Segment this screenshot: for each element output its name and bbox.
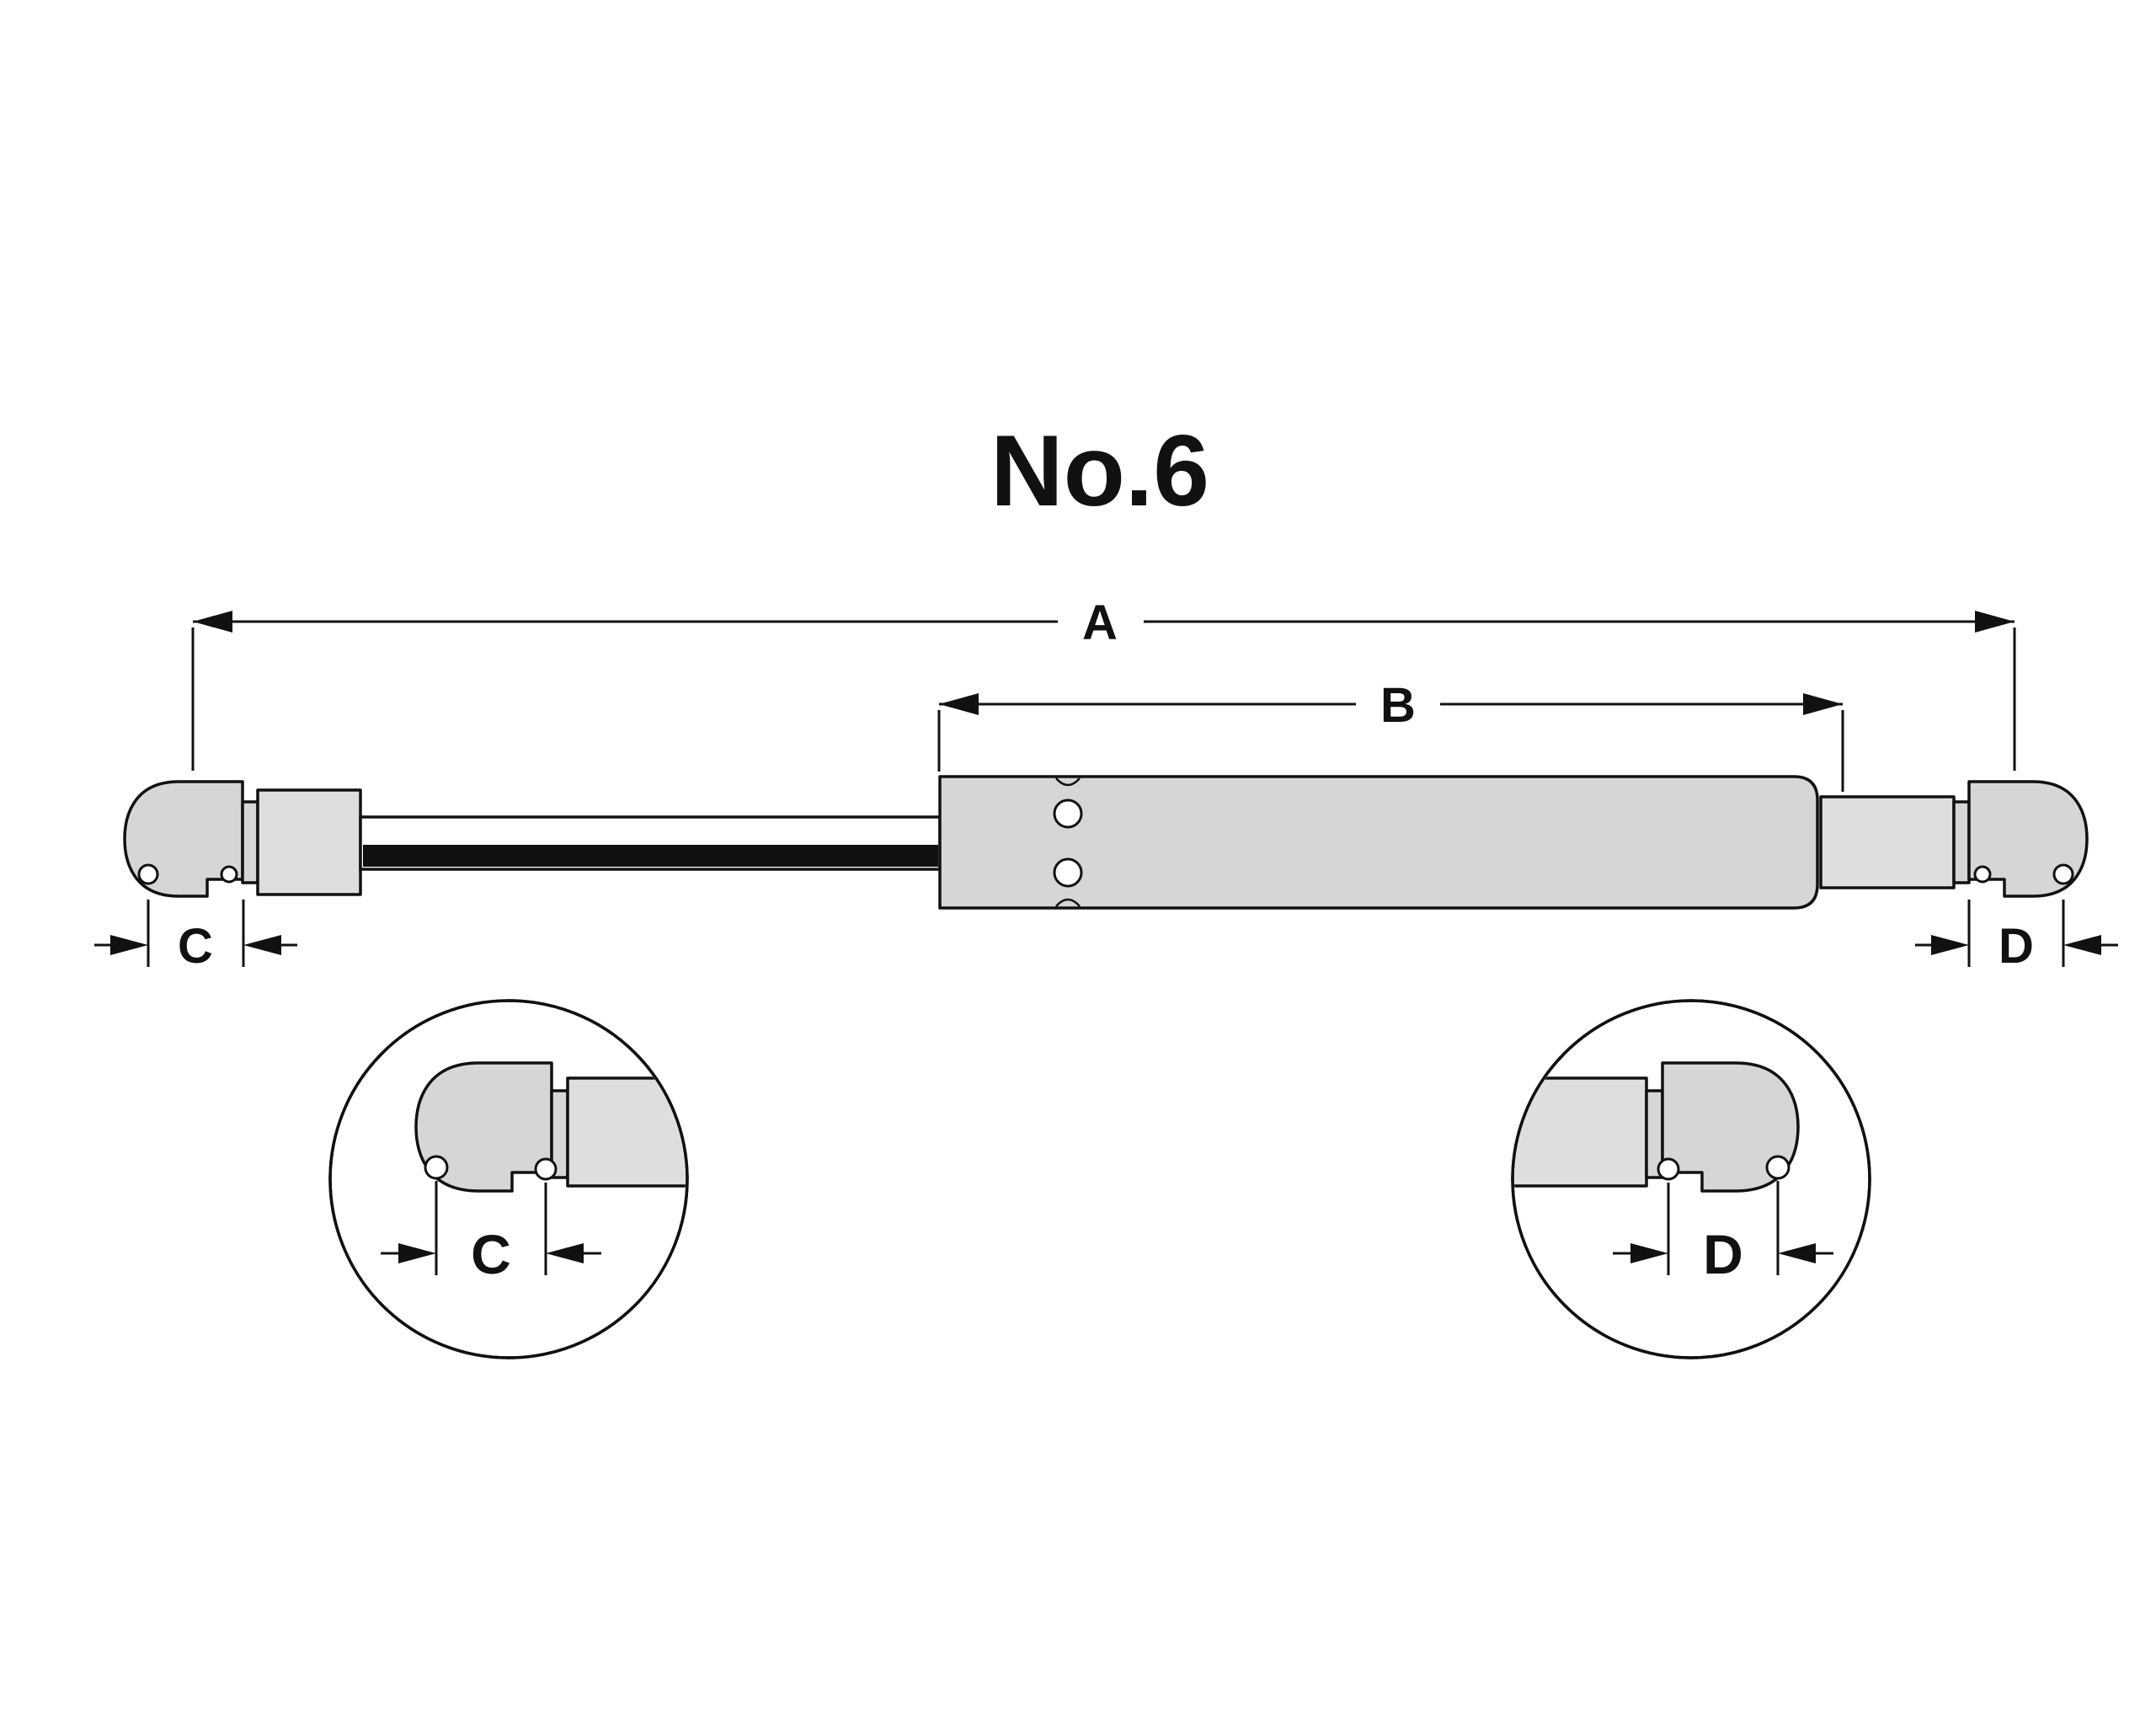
arrow-left-icon — [939, 693, 979, 715]
cylinder-crimp-notch — [1055, 898, 1081, 907]
gas-strut — [123, 775, 2089, 910]
dim-c-label: C — [178, 919, 213, 974]
arrow-left-icon — [1778, 1243, 1816, 1263]
arrow-left-icon — [193, 611, 232, 633]
detail-left-ball-socket — [414, 1061, 553, 1193]
left-fitting-hole — [220, 865, 238, 884]
arrow-right-icon — [1975, 611, 2015, 633]
detail-circle-right-outline — [1511, 999, 1871, 1359]
cylinder-crimp-notch — [1055, 777, 1081, 787]
detail-view-left: C — [328, 999, 689, 1359]
arrow-left-icon — [243, 935, 281, 955]
arrow-right-icon — [1803, 693, 1843, 715]
detail-right-connector-block — [1514, 1076, 1648, 1188]
detail-right-hole — [1657, 1157, 1680, 1181]
detail-view-right: D — [1511, 999, 1871, 1359]
dim-a-label: A — [1082, 595, 1118, 650]
detail-right-hole — [1765, 1155, 1790, 1180]
left-connector-block — [256, 788, 362, 896]
right-fitting-hole — [1973, 865, 1992, 884]
cylinder-crimp-hole — [1053, 857, 1083, 888]
dim-b-label: B — [1380, 678, 1416, 733]
cylinder-crimp-hole — [1053, 798, 1083, 829]
detail-right-ball-socket — [1661, 1061, 1800, 1193]
dimension-c: C — [94, 900, 297, 974]
dim-d-label: D — [1999, 919, 2034, 974]
arrow-right-icon — [110, 935, 148, 955]
arrow-right-icon — [398, 1243, 436, 1263]
detail-circle-left-outline — [328, 999, 689, 1359]
arrow-left-icon — [2063, 935, 2101, 955]
dimension-b: B — [937, 678, 1844, 792]
left-neck — [241, 800, 259, 884]
right-neck — [1952, 800, 1971, 884]
right-fitting-hole — [2052, 863, 2074, 885]
arrow-left-icon — [546, 1243, 584, 1263]
detail-left-hole — [424, 1155, 449, 1180]
detail-d-label: D — [1703, 1223, 1743, 1285]
arrow-right-icon — [1931, 935, 1969, 955]
cylinder-body — [938, 775, 1819, 910]
piston-rod-shade — [363, 845, 938, 867]
detail-left-hole — [534, 1157, 558, 1181]
diagram-title: No.6 — [990, 414, 1209, 527]
left-fitting-hole — [137, 863, 159, 885]
dimension-d: D — [1915, 900, 2118, 974]
right-connector-block — [1819, 795, 1956, 889]
arrow-right-icon — [1630, 1243, 1668, 1263]
detail-c-label: C — [471, 1223, 511, 1285]
dimension-a: A — [191, 595, 2016, 771]
